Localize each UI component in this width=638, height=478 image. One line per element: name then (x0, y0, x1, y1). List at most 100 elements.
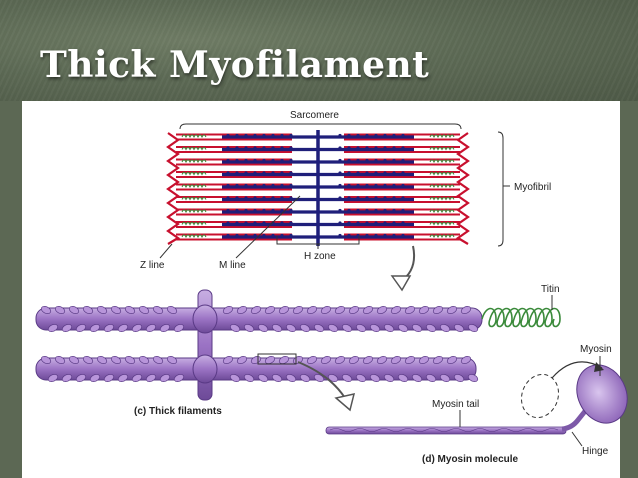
myosin-head-dot (401, 171, 405, 175)
myosin-head-bump (292, 306, 304, 314)
myosin-head-bump (453, 374, 465, 382)
myosin-head-dot (401, 183, 405, 188)
titin-spring (429, 184, 455, 189)
m-line-leader (235, 195, 301, 259)
myosin-head-bump (124, 306, 136, 314)
myosin-head-dot (271, 196, 275, 200)
myosin-head-dot (289, 183, 293, 188)
myosin-head-dot (271, 183, 275, 188)
myosin-head-dot (280, 133, 284, 138)
myosin-neck (561, 408, 588, 432)
myosin-head-dot (235, 183, 239, 188)
myosin-tail-twist (329, 428, 559, 432)
myosin-head-dot (338, 233, 342, 238)
myosin-head-dot (235, 196, 239, 200)
myosin-head-bump (96, 356, 108, 364)
myosin-head-dot (244, 196, 248, 200)
myosin-head-dot (280, 196, 284, 200)
myosin-head-bump (264, 356, 276, 364)
myosin-head-bump (250, 306, 262, 314)
myosin-head-dot (401, 146, 405, 150)
myosin-head-bump (362, 306, 374, 314)
myosin-head-bump (467, 324, 479, 332)
myosin-head-bump (432, 356, 444, 364)
myosin-head-bump (299, 374, 311, 382)
myosin-head-bump (439, 374, 451, 382)
myosin-head-bump (327, 374, 339, 382)
myosin-head-dot (289, 221, 293, 225)
myosin-head-dot (374, 146, 378, 150)
myosin-head-bump (341, 324, 353, 332)
myosin-head-dot (262, 133, 266, 138)
myosin-head-dot (226, 146, 230, 150)
myosin-head-dot (383, 233, 387, 238)
myosin-head-dot (262, 233, 266, 238)
myosin-head-bump (89, 324, 101, 332)
myosin-head-dot (401, 133, 405, 138)
myosin-head-dot (401, 196, 405, 200)
myosin-head-dot (253, 183, 257, 188)
myosin-head-bump (306, 306, 318, 314)
z-line-left (166, 132, 181, 245)
myosin-heads-lower (40, 356, 479, 382)
myofibril-label: Myofibril (514, 182, 551, 193)
myosin-molecule-caption: (d) Myosin molecule (422, 454, 519, 465)
myosin-head-dot (262, 208, 266, 213)
myosin-head-dot (253, 133, 257, 138)
myosin-head-bump (383, 324, 395, 332)
myosin-head-bump (145, 374, 157, 382)
myosin-head-dot (392, 133, 396, 138)
myofibril-bracket (497, 131, 504, 247)
myosin-head-bump (257, 374, 269, 382)
myosin-head-dot (262, 221, 266, 225)
myosin-head-bump (327, 324, 339, 332)
myosin-head-bump (271, 374, 283, 382)
myosin-head-bump (397, 374, 409, 382)
myosin-head-dot (392, 233, 396, 238)
myosin-head-dot (271, 208, 275, 213)
myosin-head-dot (235, 233, 239, 238)
myosin-head-bump (222, 306, 234, 314)
title-bar (0, 0, 638, 101)
myosin-head-bump (460, 356, 472, 364)
z-line-leader (159, 243, 173, 259)
myosin-head-dot (289, 146, 293, 150)
myosin-head-bump (82, 356, 94, 364)
myosin-head-bump (222, 356, 234, 364)
myosin-head-dot (392, 183, 396, 188)
myosin-head-dot (401, 233, 405, 238)
myosin-head-bump (138, 356, 150, 364)
titin-spring (429, 234, 455, 239)
slide-title: Thick Myofilament (40, 44, 430, 86)
myosin-head-dot (280, 158, 284, 163)
myosin-head-bump (362, 356, 374, 364)
myosin-head-bump (166, 356, 178, 364)
myosin-head-dot (289, 196, 293, 200)
m-line-node-lower (192, 354, 218, 384)
myosin-head-dot (253, 158, 257, 163)
myosin-head-dot (383, 146, 387, 150)
myosin-head-dot (401, 221, 405, 225)
myosin-head-dot (383, 158, 387, 163)
myosin-head-dot (235, 133, 239, 138)
myosin-head-dot (356, 171, 360, 175)
myosin-head-dot (347, 146, 351, 150)
myosin-head-bump (61, 324, 73, 332)
sarcomere-bracket (179, 123, 462, 130)
myosin-head-dot (365, 158, 369, 163)
titin-spring (429, 197, 455, 201)
myosin-head-bump (369, 374, 381, 382)
myosin-head-bump (404, 356, 416, 364)
myosin-head-dot (271, 221, 275, 225)
myosin-head-dot (383, 196, 387, 200)
myosin-head-dot (347, 133, 351, 138)
myosin-label: Myosin (580, 344, 612, 355)
titin-spring (181, 234, 207, 239)
myosin-head-bump (159, 374, 171, 382)
titin-spring (181, 184, 207, 189)
titin-spring (181, 209, 207, 214)
myosin-head-dot (280, 171, 284, 175)
myosin-head-dot (253, 221, 257, 225)
myosin-head-dot (383, 221, 387, 225)
